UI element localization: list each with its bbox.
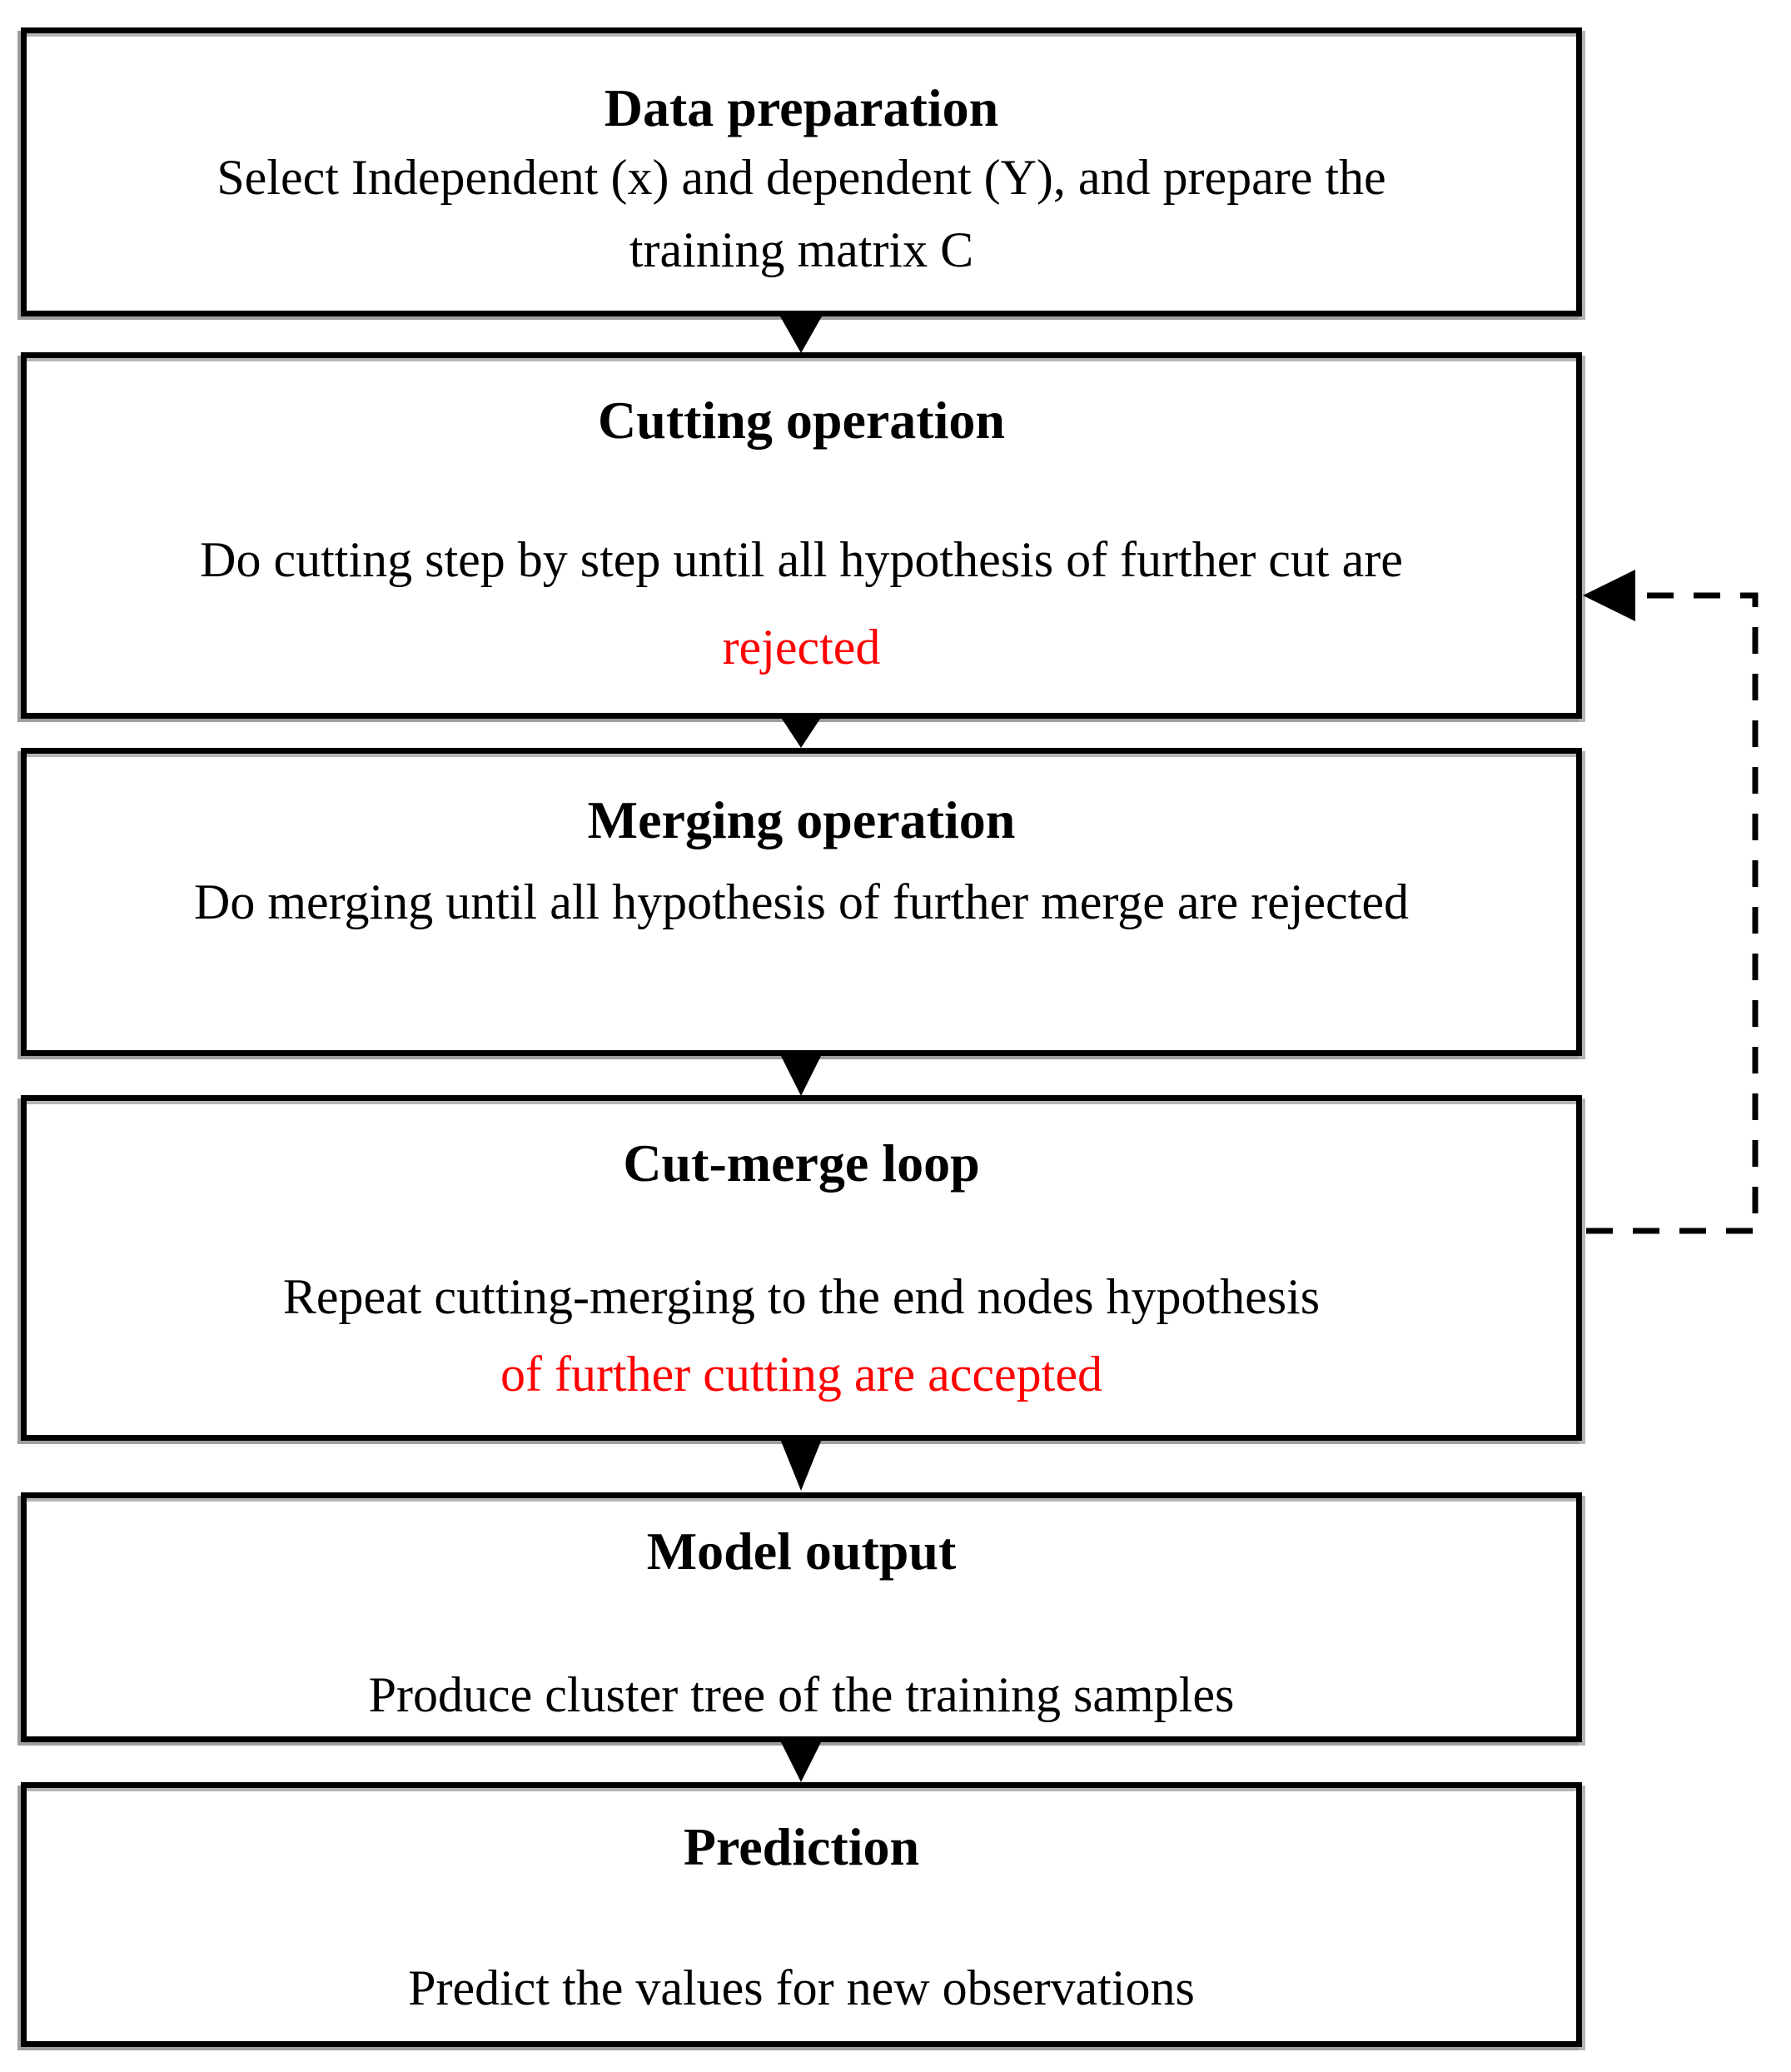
down-arrow-icon — [780, 1439, 822, 1491]
box-title: Prediction — [683, 1817, 920, 1876]
box-title: Cut-merge loop — [623, 1133, 980, 1193]
down-arrow-icon — [780, 716, 822, 748]
box-data-preparation: Data preparation Select Independent (x) … — [21, 27, 1582, 316]
box-cutting-operation: Cutting operation Do cutting step by ste… — [21, 352, 1582, 719]
box-text-line: Repeat cutting-merging to the end nodes … — [282, 1269, 1321, 1324]
box-text-line-red: of further cutting are accepted — [500, 1347, 1102, 1402]
box-text-line: Do cutting step by step until all hypoth… — [200, 532, 1403, 587]
box-text-line: training matrix C — [629, 222, 974, 277]
box-text-line: Predict the values for new observations — [408, 1960, 1195, 2015]
down-arrow-icon — [780, 316, 822, 353]
box-text-line-red: rejected — [722, 620, 881, 675]
down-arrow-icon — [780, 1054, 822, 1096]
box-title: Model output — [646, 1522, 957, 1581]
down-arrow-icon — [780, 1741, 822, 1782]
box-cut-merge-loop: Cut-merge loop Repeat cutting-merging to… — [21, 1095, 1582, 1441]
box-merging-operation: Merging operation Do merging until all h… — [21, 748, 1582, 1056]
box-text-line: Select Independent (x) and dependent (Y)… — [216, 150, 1386, 205]
box-text-line: Do merging until all hypothesis of furth… — [194, 874, 1409, 929]
box-text-line: Produce cluster tree of the training sam… — [368, 1667, 1235, 1722]
box-title: Data preparation — [604, 78, 999, 137]
dashed-loop-path — [1586, 592, 1759, 1234]
box-title: Cutting operation — [598, 391, 1005, 450]
box-title: Merging operation — [587, 790, 1016, 849]
box-model-output: Model output Produce cluster tree of the… — [21, 1492, 1582, 1742]
box-prediction: Prediction Predict the values for new ob… — [21, 1782, 1582, 2047]
left-arrowhead-icon — [1583, 570, 1635, 621]
